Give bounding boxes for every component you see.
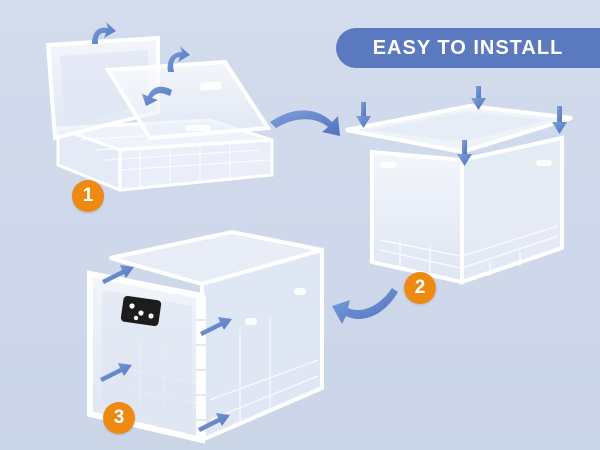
press-down-arrow-icon: [356, 86, 567, 166]
fold-arrow-icon: [142, 86, 172, 106]
step-badge-2: 2: [404, 272, 436, 304]
step-badge-1: 1: [72, 180, 104, 212]
step-badge-3: 3: [103, 402, 135, 434]
lift-arrow-icon: [167, 46, 190, 72]
step3-box-door: [87, 229, 324, 444]
step2-box-lid: [345, 86, 573, 285]
step-number: 3: [113, 407, 125, 428]
insert-arrow-icon: [100, 265, 232, 432]
step-number: 1: [82, 185, 94, 206]
electronic-lock-icon: [120, 295, 162, 327]
banner-title: EASY TO INSTALL: [372, 36, 564, 59]
step-number: 2: [414, 277, 426, 298]
easy-install-banner: EASY TO INSTALL: [336, 28, 600, 68]
next-step-arrow-icon: [270, 110, 340, 136]
lift-arrow-icon: [92, 22, 116, 44]
step1-folded-box: [45, 22, 274, 193]
next-step-arrow-icon: [332, 288, 398, 324]
